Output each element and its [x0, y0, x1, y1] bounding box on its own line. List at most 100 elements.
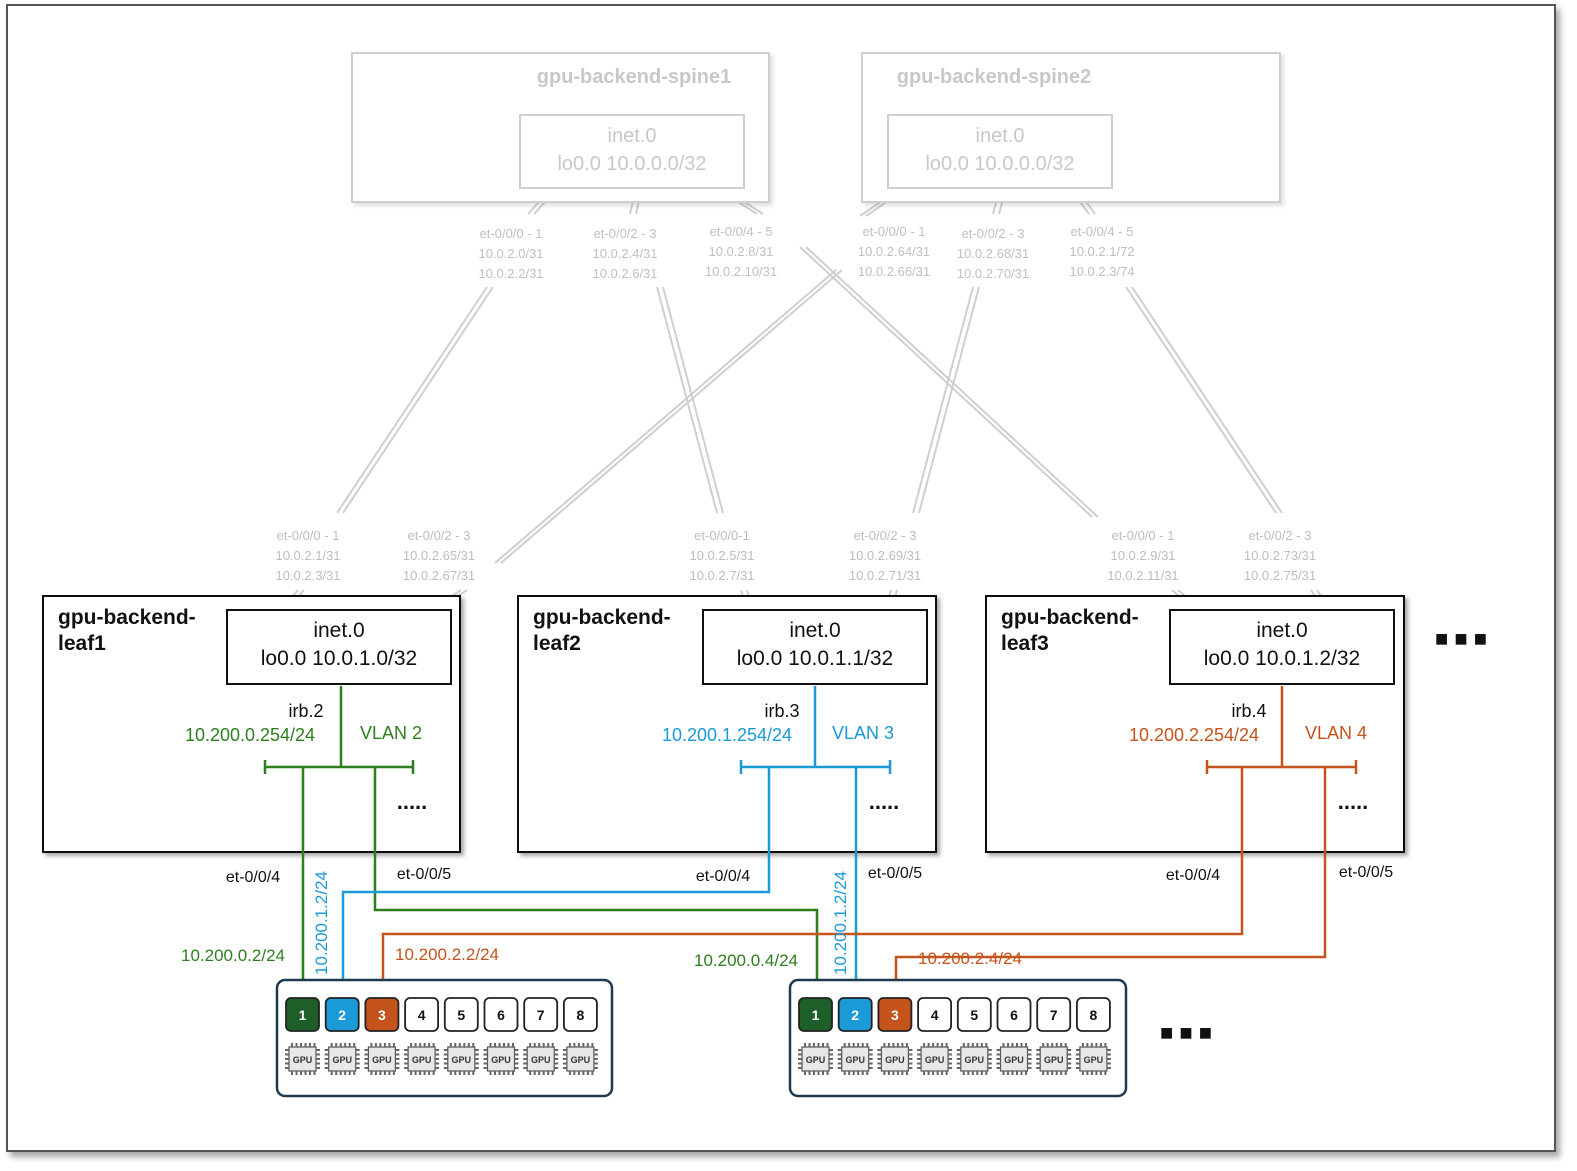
svg-text:et-0/0/2 - 3: et-0/0/2 - 3 — [854, 528, 917, 543]
leaf-port-labels: et-0/0/0 - 1 10.0.2.1/31 10.0.2.3/31 et-… — [275, 528, 1316, 583]
svg-text:10.0.2.73/31: 10.0.2.73/31 — [1244, 548, 1316, 563]
leaf-name: gpu-backend- — [58, 606, 196, 629]
svg-text:10.0.2.11/31: 10.0.2.11/31 — [1107, 568, 1178, 583]
svg-text:10.0.2.6/31: 10.0.2.6/31 — [592, 266, 657, 281]
gpu-chip-icon: GPU — [443, 1043, 479, 1075]
routing-table: inet.0 — [608, 125, 657, 147]
svg-text:10.0.2.5/31: 10.0.2.5/31 — [689, 548, 754, 563]
gpu-chip-label: GPU — [293, 1055, 313, 1065]
svg-text:10.0.2.69/31: 10.0.2.69/31 — [849, 548, 921, 563]
svg-text:et-0/0/0 - 1: et-0/0/0 - 1 — [1112, 528, 1175, 543]
vlan4-links — [381, 686, 1358, 998]
vlan-label: VLAN 4 — [1305, 723, 1367, 743]
gpu-number: 4 — [931, 1007, 939, 1023]
irb-interface: irb.3 — [764, 701, 799, 721]
loopback: lo0.0 10.0.1.1/32 — [737, 647, 893, 670]
svg-text:10.0.2.8/31: 10.0.2.8/31 — [708, 244, 773, 259]
svg-text:10.0.2.65/31: 10.0.2.65/31 — [403, 548, 475, 563]
spine-name: gpu-backend-spine1 — [537, 66, 731, 88]
gpu-chip-label: GPU — [491, 1055, 511, 1065]
gpu-number: 7 — [1050, 1007, 1058, 1023]
gpu-chip-label: GPU — [1004, 1055, 1024, 1065]
gpu-number: 8 — [577, 1007, 585, 1023]
vlan2-links — [263, 686, 819, 998]
gpu-chip-label: GPU — [332, 1055, 352, 1065]
irb-address: 10.200.0.254/24 — [185, 725, 315, 745]
more-ports: ..... — [1338, 789, 1369, 814]
svg-text:et-0/0/0-1: et-0/0/0-1 — [694, 528, 750, 543]
spine-2: gpu-backend-spine2 inet.0 lo0.0 10.0.0.0… — [861, 52, 1281, 203]
gpu-chip-icon: GPU — [877, 1043, 913, 1075]
irb-interface: irb.2 — [288, 701, 323, 721]
port-label: et-0/0/4 — [696, 868, 750, 885]
gpu-number: 7 — [537, 1007, 545, 1023]
port-label: et-0/0/5 — [1339, 864, 1393, 881]
leaf-2: gpu-backend- leaf2 inet.0 lo0.0 10.0.1.1… — [517, 595, 937, 853]
spine-port-label: et-0/0/0 - 1 10.0.2.64/31 10.0.2.66/31 — [858, 224, 930, 279]
irb-address: 10.200.2.254/24 — [1129, 725, 1259, 745]
leaf-name: gpu-backend- — [1001, 606, 1139, 629]
port-label: et-0/0/5 — [397, 866, 451, 883]
leaf-name: gpu-backend- — [533, 606, 671, 629]
irb-address: 10.200.1.254/24 — [662, 725, 792, 745]
svg-text:et-0/0/4 - 5: et-0/0/4 - 5 — [710, 224, 773, 239]
port-label: et-0/0/4 — [1166, 867, 1220, 884]
gpu-address: 10.200.0.2/24 — [181, 946, 285, 965]
svg-text:et-0/0/4 - 5: et-0/0/4 - 5 — [1071, 224, 1134, 239]
gpu-chip-label: GPU — [571, 1055, 591, 1065]
leaf-port-label: et-0/0/2 - 3 10.0.2.69/31 10.0.2.71/31 — [849, 528, 921, 583]
loopback: lo0.0 10.0.0.0/32 — [557, 153, 706, 175]
leaf-name: leaf1 — [58, 632, 106, 655]
gpu-chip-icon: GPU — [837, 1043, 873, 1075]
irb-interface: irb.4 — [1231, 701, 1266, 721]
gpu-chip-label: GPU — [885, 1055, 905, 1065]
vlan3-links — [341, 686, 892, 998]
gpu-number: 8 — [1090, 1007, 1098, 1023]
gpu-chip-label: GPU — [965, 1055, 985, 1065]
svg-text:et-0/0/2 - 3: et-0/0/2 - 3 — [594, 226, 657, 241]
gpu-chip-icon: GPU — [324, 1043, 360, 1075]
svg-text:et-0/0/0 - 1: et-0/0/0 - 1 — [863, 224, 926, 239]
gpu-chip-icon: GPU — [523, 1043, 559, 1075]
leaf-port-label: et-0/0/0 - 1 10.0.2.1/31 10.0.2.3/31 — [275, 528, 340, 583]
gpu-chip-icon: GPU — [562, 1043, 598, 1075]
svg-text:10.0.2.2/31: 10.0.2.2/31 — [478, 266, 543, 281]
spine-port-label: et-0/0/2 - 3 10.0.2.68/31 10.0.2.70/31 — [957, 226, 1029, 281]
diagram-frame — [6, 4, 1556, 1152]
routing-table: inet.0 — [1256, 619, 1307, 642]
svg-text:et-0/0/0 - 1: et-0/0/0 - 1 — [277, 528, 340, 543]
svg-text:et-0/0/0 - 1: et-0/0/0 - 1 — [480, 226, 543, 241]
more-servers-ellipsis: ■ ■ ■ — [1160, 1020, 1212, 1045]
routing-table: inet.0 — [789, 619, 840, 642]
svg-text:10.0.2.1/31: 10.0.2.1/31 — [275, 548, 340, 563]
svg-text:10.0.2.9/31: 10.0.2.9/31 — [1110, 548, 1175, 563]
gpu-chip-icon: GPU — [917, 1043, 953, 1075]
spine-port-labels: et-0/0/0 - 1 10.0.2.0/31 10.0.2.2/31 et-… — [478, 224, 1134, 281]
loopback: lo0.0 10.0.1.2/32 — [1204, 647, 1360, 670]
gpu-chip-label: GPU — [925, 1055, 945, 1065]
leaf-1: gpu-backend- leaf1 inet.0 lo0.0 10.0.1.0… — [42, 595, 461, 853]
gpu-chip-icon: GPU — [1036, 1043, 1072, 1075]
gpu-chip-label: GPU — [531, 1055, 551, 1065]
svg-text:10.0.2.1/72: 10.0.2.1/72 — [1069, 244, 1134, 259]
leaf-port-label: et-0/0/0-1 10.0.2.5/31 10.0.2.7/31 — [689, 528, 754, 583]
gpu-number: 3 — [378, 1007, 386, 1023]
gpu-chip-label: GPU — [1044, 1055, 1064, 1065]
gpu-chip-icon: GPU — [483, 1043, 519, 1075]
svg-text:10.0.2.67/31: 10.0.2.67/31 — [403, 568, 475, 583]
gpu-number: 1 — [812, 1007, 820, 1023]
svg-text:10.0.2.3/74: 10.0.2.3/74 — [1069, 264, 1134, 279]
svg-text:10.0.2.66/31: 10.0.2.66/31 — [858, 264, 930, 279]
